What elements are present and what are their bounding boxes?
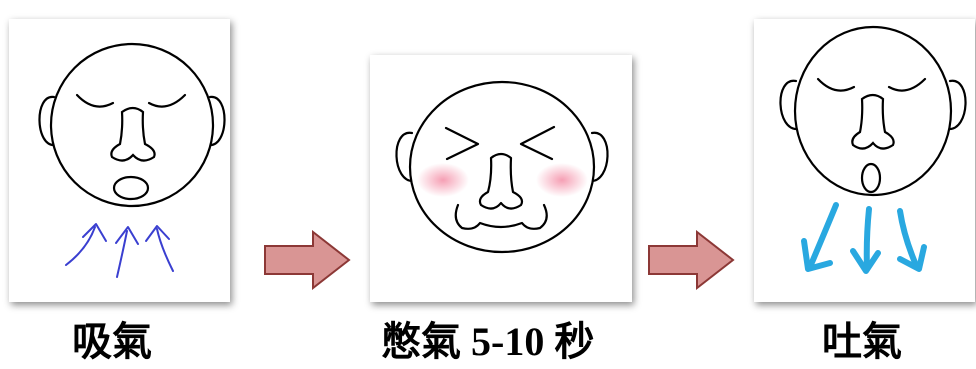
right-arrow-icon — [648, 230, 735, 290]
step-label-exhale: 吐氣 — [822, 319, 902, 364]
exhale-panel — [754, 19, 975, 302]
step-label-hold-breath: 憋氣 5-10 秒 — [381, 319, 595, 364]
exhale-arrows-icon — [801, 202, 927, 274]
right-arrow-icon — [264, 230, 351, 290]
inhale-panel — [9, 19, 230, 302]
inhale-arrows-icon — [65, 223, 174, 278]
inhale-face-icon — [38, 42, 226, 278]
hold-breath-panel — [370, 55, 632, 302]
step-label-inhale: 吸氣 — [72, 319, 152, 364]
hold-breath-face-icon — [395, 80, 609, 254]
exhale-face-icon — [779, 25, 967, 274]
